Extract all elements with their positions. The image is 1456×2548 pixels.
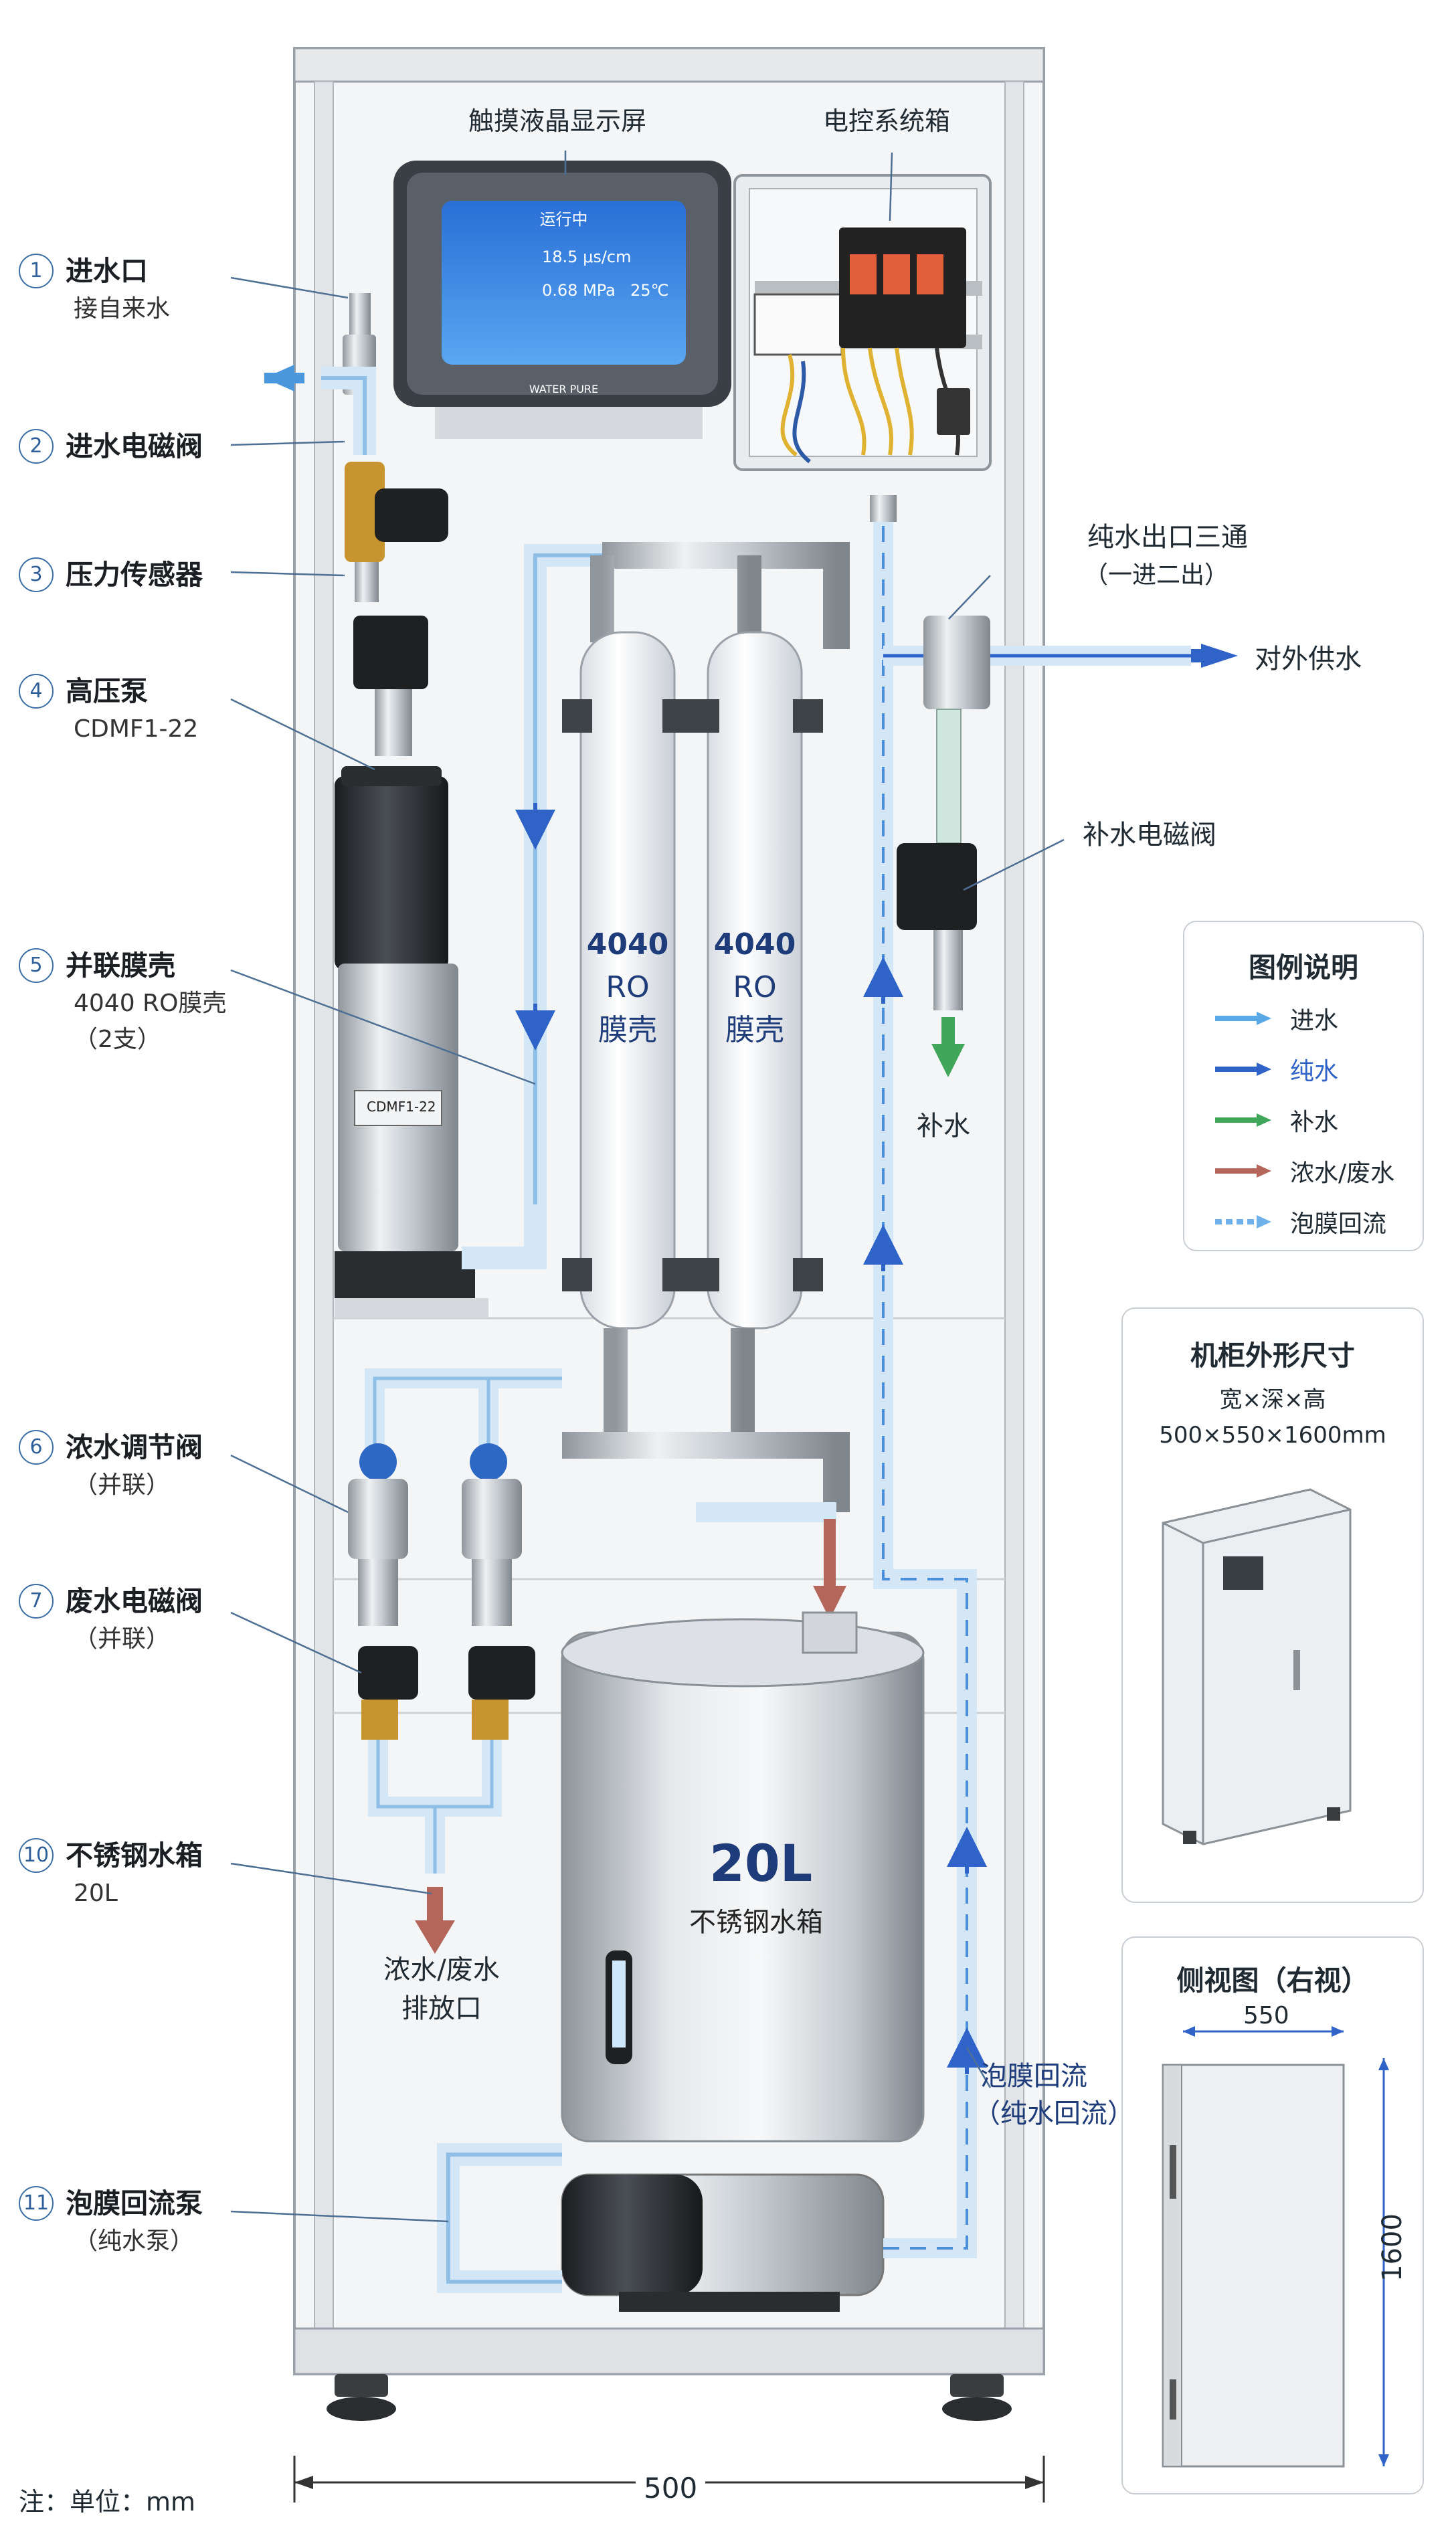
screen-label: 触摸液晶显示屏: [468, 106, 647, 136]
side-view-illustration: [1162, 2026, 1389, 2468]
makeup-water-label: 补水: [917, 1111, 970, 1142]
tank-volume: 20L: [709, 1833, 813, 1893]
width-dimension: 500: [636, 2472, 706, 2505]
supply-label: 对外供水: [1255, 644, 1362, 674]
screen-pressure: 0.68 MPa: [542, 281, 616, 300]
legend-swatch-flush: [1215, 1215, 1271, 1228]
side-depth-label: 550: [1243, 2002, 1289, 2029]
unit-note: 注：单位：mm: [19, 2487, 196, 2517]
screen-conductivity: 18.5 μs/cm: [542, 248, 632, 266]
screen-status: 运行中: [539, 210, 588, 229]
legend-panel: 图例说明 进水 纯水 补水 浓水/废水 泡膜回流: [1183, 921, 1424, 1251]
tank-label: 不锈钢水箱: [689, 1907, 823, 1938]
touch-screen-display: 运行中 18.5 μs/cm 0.68 MPa 25℃ WATER PURE: [442, 201, 686, 395]
side-view-panel: 侧视图（右视） 550 1600: [1121, 1936, 1424, 2494]
legend-item-inlet: 进水: [1215, 1001, 1423, 1036]
cabinet-illustration: [1162, 1488, 1352, 1845]
pure-outlet-label: 纯水出口三通: [1087, 522, 1248, 553]
drain-label: 浓水/废水 排放口: [383, 1954, 500, 2024]
membrane-2-label: 4040 RO 膜壳: [713, 927, 796, 1047]
legend-item-makeup: 补水: [1215, 1103, 1423, 1138]
pump-model-label: CDMF1-22: [367, 1099, 436, 1115]
legend-item-waste: 浓水/废水: [1215, 1154, 1423, 1188]
legend-swatch-pure: [1215, 1063, 1271, 1076]
side-view-title: 侧视图（右视）: [1176, 1965, 1369, 1997]
flush-return-label: 泡膜回流 （纯水回流）: [974, 2061, 1134, 2129]
control-box-label: 电控系统箱: [823, 106, 951, 136]
legend-swatch-waste: [1215, 1164, 1271, 1178]
legend-title: 图例说明: [1249, 951, 1358, 984]
membrane-1-label: 4040 RO 膜壳: [586, 927, 669, 1047]
legend-item-flush: 泡膜回流: [1215, 1204, 1423, 1239]
legend-swatch-inlet: [1215, 1012, 1271, 1025]
pure-outlet-sub: （一进二出）: [1084, 561, 1229, 589]
screen-brand: WATER PURE: [529, 383, 599, 395]
screen-temperature: 25℃: [630, 281, 669, 300]
legend-item-pure: 纯水: [1215, 1052, 1423, 1087]
cabinet-line2: 500×550×1600mm: [1159, 1422, 1386, 1449]
makeup-valve-label: 补水电磁阀: [1083, 820, 1216, 850]
cabinet-title: 机柜外形尺寸: [1190, 1340, 1355, 1372]
side-height-label: 1600: [1376, 2213, 1408, 2282]
legend-swatch-makeup: [1215, 1113, 1271, 1127]
cabinet-size-panel: 机柜外形尺寸 宽×深×高 500×550×1600mm: [1121, 1307, 1424, 1903]
cabinet-line1: 宽×深×高: [1219, 1386, 1326, 1413]
